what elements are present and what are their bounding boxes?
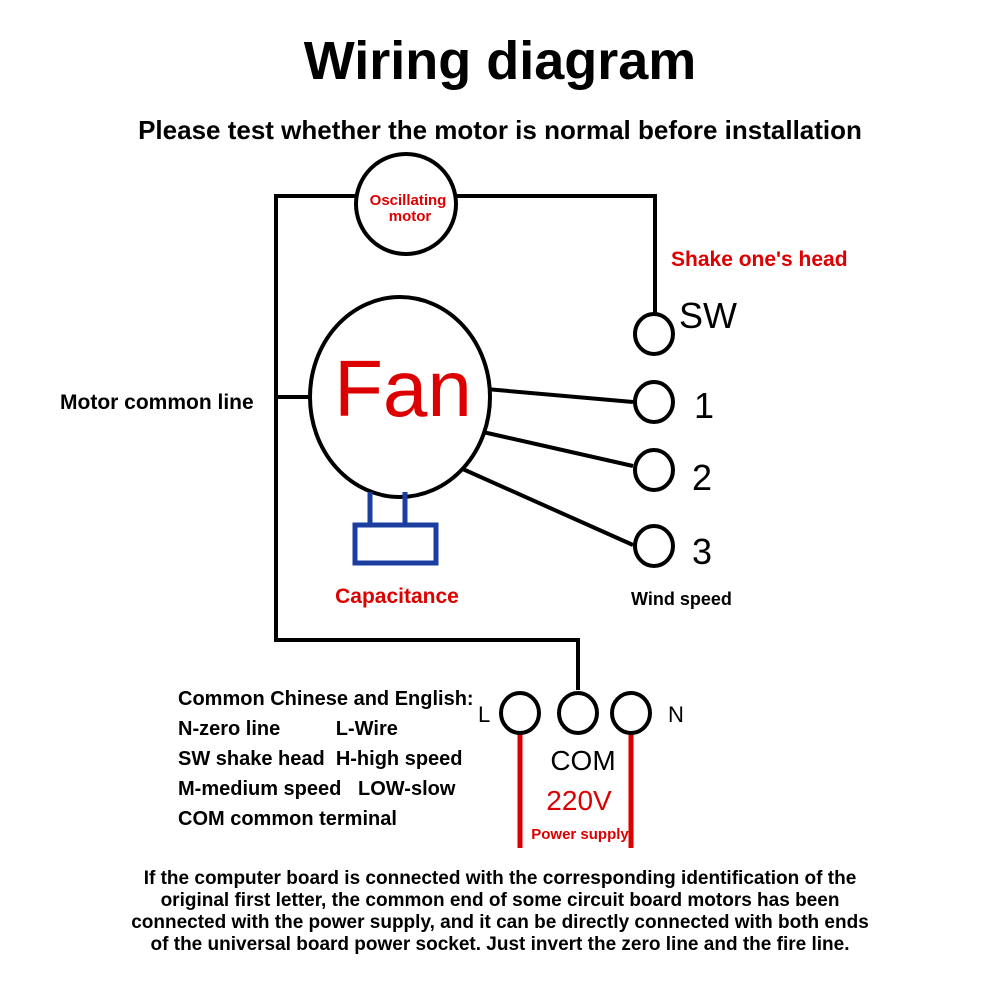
terminal-com [557,691,599,735]
legend-row: N-zero line L-Wire [178,718,398,740]
terminal-1 [633,380,675,424]
installation-note: If the computer board is connected with … [131,868,869,955]
legend-row: COM common terminal [178,808,397,830]
page-title: Wiring diagram [303,31,697,91]
power-supply-label: Power supply [531,826,629,843]
shake-head-wire [451,194,657,318]
terminal-l-label: L [478,702,490,727]
speed-3-wire [455,464,634,547]
terminal-sw [633,312,675,356]
terminal-2-label: 2 [692,457,712,498]
terminal-3-label: 3 [692,531,712,572]
speed-2-wire [473,428,634,468]
oscillating-motor-label-1: Oscillating [370,192,447,209]
legend-row: M-medium speed LOW-slow [178,778,456,800]
page-subtitle: Please test whether the motor is normal … [138,115,862,145]
terminal-3 [633,524,675,568]
capacitance-label: Capacitance [335,585,459,608]
terminal-1-label: 1 [694,385,714,426]
voltage-label: 220V [546,785,612,816]
wind-speed-label: Wind speed [631,589,732,609]
common-line-wire [274,194,580,690]
legend-heading: Common Chinese and English: [178,688,474,710]
legend-row: SW shake head H-high speed [178,748,463,770]
motor-common-line-label: Motor common line [60,391,254,414]
fan-label: Fan [334,344,472,433]
oscillating-motor-label-2: motor [389,208,432,225]
power-supply-wires [517,733,634,848]
capacitor-symbol [352,492,439,566]
com-label: COM [550,745,615,776]
fan-motor [308,295,492,499]
oscillating-motor [354,152,458,256]
shake-head-label: Shake one's head [671,248,848,271]
terminal-n-label: N [668,702,684,727]
terminal-l [499,691,541,735]
terminal-2 [633,448,675,492]
speed-1-wire [485,387,634,404]
terminal-n [610,691,652,735]
terminal-sw-label: SW [679,295,737,336]
